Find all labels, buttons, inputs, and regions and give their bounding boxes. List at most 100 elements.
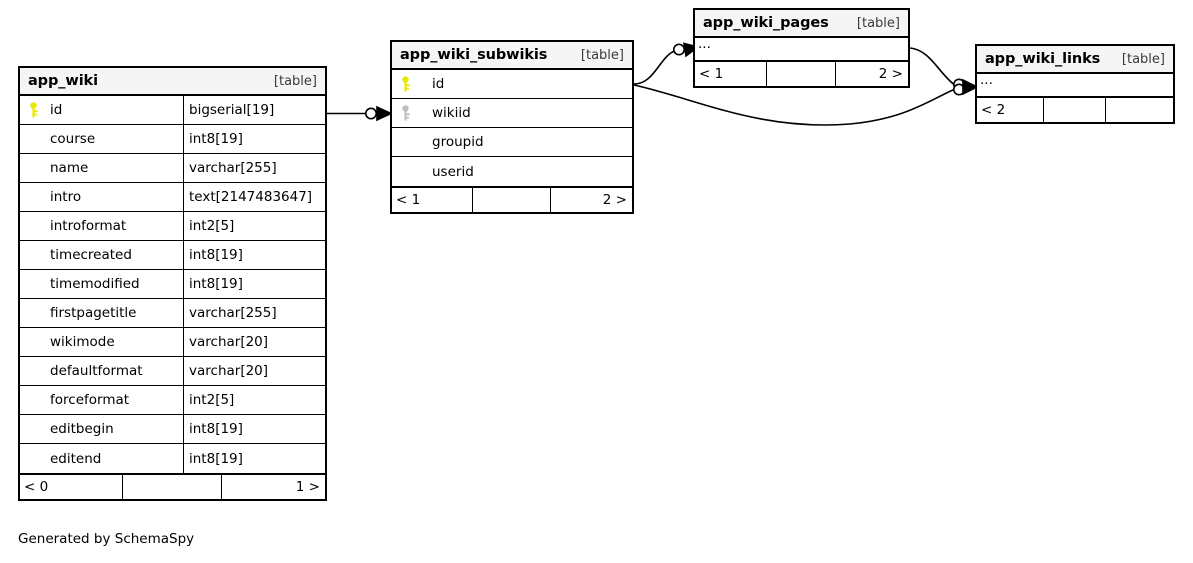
column-type: text[2147483647] bbox=[183, 183, 325, 211]
column-label: name bbox=[50, 160, 89, 176]
table-app_wiki_subwikis[interactable]: app_wiki_subwikis [table] id wikiid bbox=[390, 40, 634, 214]
column-row[interactable]: editend int8[19] bbox=[20, 444, 325, 473]
table-footer: < 1 2 > bbox=[392, 186, 632, 212]
column-type: int8[19] bbox=[183, 270, 325, 298]
column-label: course bbox=[50, 131, 96, 147]
column-name-cell: course bbox=[20, 125, 183, 153]
column-row[interactable]: course int8[19] bbox=[20, 125, 325, 154]
column-list: id wikiid groupid bbox=[392, 70, 632, 186]
table-title: app_wiki bbox=[28, 73, 98, 89]
column-label: id bbox=[50, 102, 63, 118]
footer-parent-count: < 0 bbox=[24, 479, 49, 495]
column-row[interactable]: editbegin int8[19] bbox=[20, 415, 325, 444]
column-label: id bbox=[432, 76, 445, 92]
column-row[interactable]: wikimode varchar[20] bbox=[20, 328, 325, 357]
table-type-tag: [table] bbox=[856, 15, 900, 31]
diagram-caption: Generated by SchemaSpy bbox=[18, 531, 195, 547]
column-label: editend bbox=[50, 450, 102, 467]
column-row[interactable]: introformat int2[5] bbox=[20, 212, 325, 241]
column-row[interactable]: firstpagetitle varchar[255] bbox=[20, 299, 325, 328]
relationship-app_wiki_subwikis-app_wiki_links bbox=[633, 84, 955, 126]
column-type: varchar[20] bbox=[183, 357, 325, 385]
column-label: editbegin bbox=[50, 421, 114, 437]
column-row[interactable]: userid bbox=[392, 157, 632, 186]
table-type-tag: [table] bbox=[273, 73, 317, 89]
column-name-cell: timecreated bbox=[20, 241, 183, 269]
footer-child-count: 1 > bbox=[221, 475, 325, 499]
table-type-tag: [table] bbox=[580, 47, 624, 63]
table-type-tag: [table] bbox=[1121, 51, 1165, 67]
table-footer: < 2 bbox=[977, 96, 1173, 122]
column-label: wikimode bbox=[50, 334, 115, 350]
column-row[interactable]: wikiid bbox=[392, 99, 632, 128]
column-row[interactable]: timemodified int8[19] bbox=[20, 270, 325, 299]
column-row[interactable]: groupid bbox=[392, 128, 632, 157]
table-header: app_wiki_pages [table] bbox=[695, 10, 908, 38]
footer-parent-count: < 1 bbox=[699, 66, 724, 82]
column-row[interactable]: forceformat int2[5] bbox=[20, 386, 325, 415]
relationship-app_wiki_pages-app_wiki_links bbox=[909, 47, 955, 86]
column-row[interactable]: defaultformat varchar[20] bbox=[20, 357, 325, 386]
primary-key-icon bbox=[24, 101, 46, 119]
table-header: app_wiki_subwikis [table] bbox=[392, 42, 632, 70]
column-row[interactable]: name varchar[255] bbox=[20, 154, 325, 183]
column-label: intro bbox=[50, 189, 82, 205]
table-app_wiki[interactable]: app_wiki [table] id bigserial[19] course… bbox=[18, 66, 327, 501]
column-name-cell: id bbox=[20, 96, 183, 124]
column-label: groupid bbox=[432, 134, 484, 150]
table-footer: < 0 1 > bbox=[20, 473, 325, 499]
table-app_wiki_pages[interactable]: app_wiki_pages [table] ... < 1 2 > bbox=[693, 8, 910, 88]
column-name-cell: firstpagetitle bbox=[20, 299, 183, 327]
column-type: int8[19] bbox=[183, 241, 325, 269]
column-label: userid bbox=[432, 163, 474, 180]
table-footer: < 1 2 > bbox=[695, 60, 908, 86]
footer-middle bbox=[122, 475, 221, 499]
footer-parent-count: < 2 bbox=[981, 102, 1006, 118]
primary-key-icon bbox=[396, 75, 418, 93]
table-title: app_wiki_links bbox=[985, 51, 1101, 67]
footer-middle bbox=[1042, 98, 1106, 122]
column-row[interactable]: timecreated int8[19] bbox=[20, 241, 325, 270]
collapsed-columns-indicator: ... bbox=[980, 72, 993, 88]
column-name-cell: forceformat bbox=[20, 386, 183, 414]
footer-child-count: 2 > bbox=[549, 188, 632, 212]
table-header: app_wiki_links [table] bbox=[977, 46, 1173, 74]
column-type: varchar[255] bbox=[183, 154, 325, 182]
column-name-cell: wikimode bbox=[20, 328, 183, 356]
footer-child-count bbox=[1105, 98, 1173, 122]
footer-middle bbox=[472, 188, 549, 212]
column-row[interactable]: id bigserial[19] bbox=[20, 96, 325, 125]
column-type: int8[19] bbox=[183, 444, 325, 473]
relationship-app_wiki_subwikis-app_wiki_pages bbox=[633, 49, 677, 85]
footer-parent-count: < 1 bbox=[396, 192, 421, 208]
column-type: int8[19] bbox=[183, 415, 325, 443]
table-title: app_wiki_subwikis bbox=[400, 47, 548, 63]
column-name-cell: timemodified bbox=[20, 270, 183, 298]
column-type: varchar[255] bbox=[183, 299, 325, 327]
column-name-cell: editbegin bbox=[20, 415, 183, 443]
column-type: bigserial[19] bbox=[183, 96, 325, 124]
column-name-cell: id bbox=[392, 70, 632, 98]
table-title: app_wiki_pages bbox=[703, 15, 829, 31]
column-name-cell: defaultformat bbox=[20, 357, 183, 385]
column-name-cell: userid bbox=[392, 157, 632, 186]
table-app_wiki_links[interactable]: app_wiki_links [table] ... < 2 bbox=[975, 44, 1175, 124]
table-header: app_wiki [table] bbox=[20, 68, 325, 96]
column-label: introformat bbox=[50, 218, 127, 234]
column-name-cell: editend bbox=[20, 444, 183, 473]
column-name-cell: intro bbox=[20, 183, 183, 211]
footer-middle bbox=[766, 62, 834, 86]
column-label: forceformat bbox=[50, 392, 130, 408]
column-label: timecreated bbox=[50, 247, 132, 263]
foreign-key-icon bbox=[396, 104, 418, 122]
column-type: int2[5] bbox=[183, 212, 325, 240]
column-name-cell: groupid bbox=[392, 128, 632, 156]
column-list: id bigserial[19] course int8[19] name va… bbox=[20, 96, 325, 473]
column-name-cell: introformat bbox=[20, 212, 183, 240]
column-row[interactable]: id bbox=[392, 70, 632, 99]
column-row[interactable]: intro text[2147483647] bbox=[20, 183, 325, 212]
collapsed-columns-indicator: ... bbox=[698, 36, 711, 52]
column-type: int8[19] bbox=[183, 125, 325, 153]
column-label: defaultformat bbox=[50, 363, 143, 379]
